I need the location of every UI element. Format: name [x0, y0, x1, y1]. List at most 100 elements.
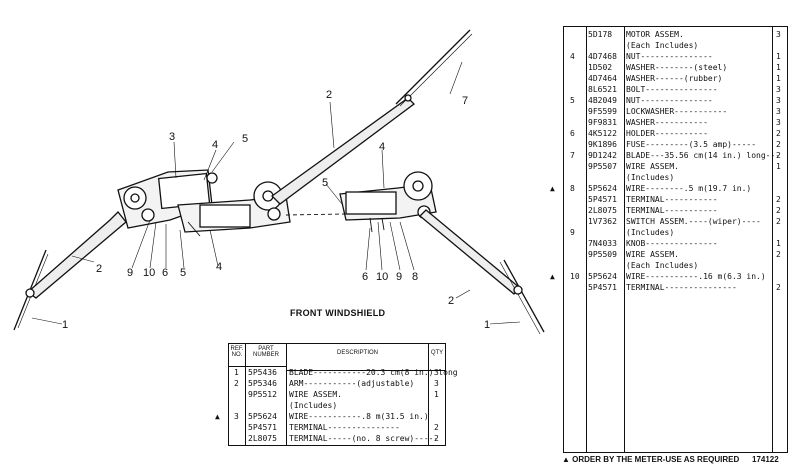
callout-8: 8: [412, 271, 419, 283]
ref-number: 5: [570, 96, 575, 105]
callout-1: 1: [62, 319, 69, 331]
quantity: 2: [776, 140, 781, 149]
footnote-order-by-meter: ▲ ORDER BY THE METER-USE AS REQUIRED: [562, 455, 740, 464]
quantity: 3: [776, 118, 781, 127]
table-row: 9F9831 WASHER----------- 3: [564, 117, 787, 128]
callout-4: 4: [379, 141, 386, 153]
header-part-number: PART NUMBER: [246, 344, 286, 367]
part-number: 9F9831: [588, 118, 617, 127]
part-number: 5P4571: [588, 283, 617, 292]
description: WASHER-----------: [626, 118, 708, 127]
callout-7: 7: [462, 95, 469, 107]
table-row: (Includes): [564, 172, 787, 183]
part-number: 5P5624: [588, 272, 617, 281]
description: NUT---------------: [626, 52, 713, 61]
part-number: 7N4033: [588, 239, 617, 248]
description: WASHER------(rubber): [626, 74, 723, 83]
part-number: 1D502: [588, 63, 613, 72]
part-number: 9K1896: [588, 140, 617, 149]
quantity: 3: [776, 96, 781, 105]
ref-number: 1: [234, 368, 239, 377]
quantity: 3: [776, 30, 781, 39]
ref-number: 10: [570, 272, 580, 281]
callout-9: 9: [396, 271, 403, 283]
part-number: 2L8075: [588, 206, 617, 215]
description: (Each Includes): [626, 261, 699, 270]
callout-6: 6: [162, 267, 169, 279]
quantity: 3: [776, 107, 781, 116]
callout-5: 5: [180, 267, 187, 279]
description: BLADE-----------20.3 cm(8 in.) long: [289, 368, 458, 377]
table-row: 9K1896 FUSE---------(3.5 amp)----- 2: [564, 139, 787, 150]
description: HOLDER-----------: [626, 129, 708, 138]
quantity: 2: [776, 217, 781, 226]
part-number: 9F5599: [588, 107, 617, 116]
quantity: 2: [776, 250, 781, 259]
header-description: DESCRIPTION: [287, 344, 428, 371]
callout-3: 3: [169, 131, 176, 143]
quantity: 1: [434, 390, 439, 399]
callout-4: 4: [212, 139, 219, 151]
part-number: 4D7464: [588, 74, 617, 83]
description: BOLT---------------: [626, 85, 718, 94]
description: (Includes): [289, 401, 338, 410]
ref-number: 6: [570, 129, 575, 138]
part-number: 9P5512: [248, 390, 277, 399]
callout-2: 2: [448, 295, 455, 307]
order-by-meter-mark: ▲: [215, 412, 220, 421]
part-number: 1V7362: [588, 217, 617, 226]
description: FUSE---------(3.5 amp)-----: [626, 140, 757, 149]
part-number: 4D7468: [588, 52, 617, 61]
center-wiper-blade: [395, 29, 471, 105]
table-row: (Each Includes): [564, 260, 787, 271]
callout-5: 5: [242, 133, 249, 145]
table-row: (Includes): [229, 400, 445, 411]
description: (Includes): [626, 173, 675, 182]
quantity: 2: [434, 423, 439, 432]
quantity: 1: [776, 162, 781, 171]
description: SWITCH ASSEM.----(wiper)----: [626, 217, 761, 226]
part-number: 9P5507: [588, 162, 617, 171]
description: WIRE ASSEM.: [626, 162, 679, 171]
part-number: 4K5122: [588, 129, 617, 138]
table-row: 1V7362 SWITCH ASSEM.----(wiper)---- 2: [564, 216, 787, 227]
wire-dashed: [285, 213, 345, 216]
order-by-meter-mark: ▲: [550, 184, 555, 193]
right-wiper-arm: [419, 209, 521, 295]
callout-10: 10: [143, 267, 156, 279]
quantity: 1: [776, 239, 781, 248]
table-row: 5D178 MOTOR ASSEM. 3: [564, 29, 787, 40]
part-number: 9P5509: [588, 250, 617, 259]
description: TERMINAL-----(no. 8 screw)-----: [289, 434, 439, 443]
center-wiper-arm: [271, 97, 415, 205]
quantity: 2: [776, 195, 781, 204]
table-row: (Each Includes): [564, 40, 787, 51]
part-number: 5P4571: [588, 195, 617, 204]
callout-4: 4: [216, 261, 223, 273]
description: MOTOR ASSEM.: [626, 30, 684, 39]
callout-2: 2: [96, 263, 103, 275]
description: WIRE-----------.8 m(31.5 in.): [289, 412, 429, 421]
part-number: 5D178: [588, 30, 613, 39]
part-number: 9D1242: [588, 151, 617, 160]
description: NUT---------------: [626, 96, 713, 105]
quantity: 2: [776, 206, 781, 215]
order-by-meter-mark: ▲: [550, 272, 555, 281]
description: WASHER--------(steel): [626, 63, 728, 72]
quantity: 2: [776, 283, 781, 292]
quantity: 2: [434, 434, 439, 443]
ref-number: 2: [234, 379, 239, 388]
